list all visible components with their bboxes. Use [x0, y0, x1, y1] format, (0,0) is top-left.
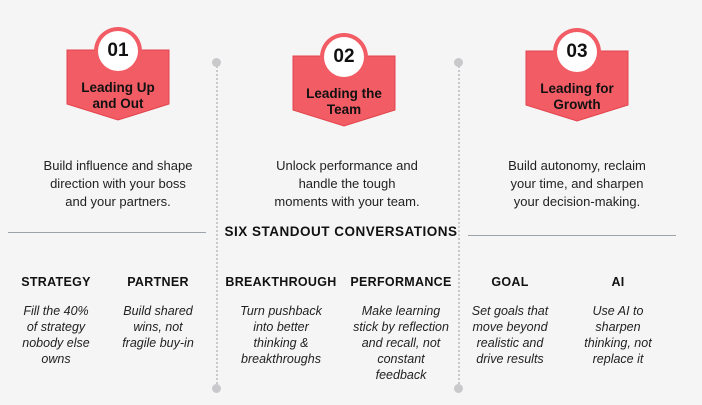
pillar-title: Leading the Team [306, 86, 382, 117]
section-rule-right [468, 235, 676, 236]
divider-dot [212, 58, 221, 67]
pillar-description-2: Unlock performance and handle the tough … [274, 158, 420, 209]
pillar-badge-3: 03 Leading for Growth [522, 25, 632, 123]
column-divider-left [216, 62, 218, 388]
conversation-heading-performance: PERFORMANCE [350, 275, 452, 289]
pillar-badge-2: 02 Leading the Team [289, 30, 399, 128]
pillar-title: Leading Up and Out [81, 80, 155, 111]
conversation-description-breakthrough: Turn pushback into better thinking & bre… [240, 304, 322, 366]
section-title: SIX STANDOUT CONVERSATIONS [224, 224, 458, 239]
divider-dot [212, 384, 221, 393]
divider-dot [454, 58, 463, 67]
pillar-title: Leading for Growth [540, 81, 614, 112]
pillar-badge-shape [292, 33, 396, 127]
column-divider-right [458, 62, 460, 388]
conversation-heading-partner: PARTNER [127, 275, 189, 289]
pillar-number: 01 [107, 40, 129, 61]
divider-dot [454, 384, 463, 393]
section-rule-left [8, 232, 206, 233]
pillar-description-1: Build influence and shape direction with… [43, 158, 193, 209]
conversation-description-partner: Build shared wins, not fragile buy-in [122, 304, 194, 350]
conversation-description-goal: Set goals that move beyond realistic and… [471, 304, 549, 366]
conversation-heading-ai: AI [611, 275, 625, 289]
pillar-number: 02 [333, 46, 355, 67]
pillar-number: 03 [566, 41, 588, 62]
pillar-description-3: Build autonomy, reclaim your time, and s… [508, 158, 646, 209]
conversation-heading-strategy: STRATEGY [21, 275, 91, 289]
conversation-heading-breakthrough: BREAKTHROUGH [225, 275, 337, 289]
conversation-description-ai: Use AI to sharpen thinking, not replace … [584, 304, 652, 366]
pillar-badge-shape [66, 27, 170, 121]
pillar-badge-shape [525, 28, 629, 122]
pillar-badge-1: 01 Leading Up and Out [63, 24, 173, 122]
conversation-heading-goal: GOAL [491, 275, 529, 289]
conversation-description-strategy: Fill the 40% of strategy nobody else own… [22, 304, 90, 366]
conversation-description-performance: Make learning stick by reflection and re… [353, 304, 449, 382]
